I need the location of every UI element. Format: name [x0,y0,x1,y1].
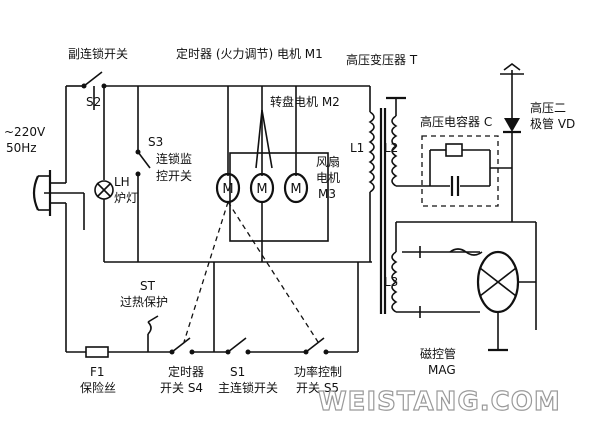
st-label: ST [140,279,156,293]
hv-transformer-t [368,86,398,314]
switch-s5 [303,337,329,355]
power-plug [32,170,66,216]
hv-capacitor-label: 高压电容器 C [420,114,492,129]
s5-desc-2: 开关 S5 [296,381,339,395]
lamp-label: LH [114,175,130,189]
hv-diode-label-1: 高压二 [530,100,566,115]
s5-desc-1: 功率控制 [294,364,342,379]
svg-text:M: M [290,182,301,197]
live-wire [65,85,370,183]
turntable-label: 转盘电机 M2 [270,94,340,109]
s1-desc: 主连锁开关 [218,380,278,395]
motor-m2: M [249,172,275,204]
switch-s3 [135,86,151,262]
l3-label: L3 [384,275,398,289]
l2-label: L2 [384,141,398,155]
timer-motor-label: 定时器 (火力调节) 电机 M1 [176,46,323,61]
switch-s4 [169,337,195,355]
switch-s2 [81,71,107,89]
timer-link-s5 [227,201,319,343]
hv-capacitor-c [421,135,512,207]
svg-text:M: M [256,182,267,197]
fuse-label: F1 [90,365,105,379]
fuse-desc: 保险丝 [80,380,116,395]
hv-diode-vd [500,63,524,222]
neutral-wire [65,203,148,353]
fan-label-1: 风扇 [316,154,340,169]
fuse-f1 [85,346,109,358]
timer-link-s4 [183,201,229,343]
hv-diode-label-2: 极管 VD [530,116,575,131]
s3-desc-2: 控开关 [156,169,192,183]
mains-voltage-label: ~220V [4,125,46,139]
s3-label: S3 [148,135,163,149]
s1-label: S1 [230,365,245,379]
svg-text:M: M [222,182,233,197]
magnetron-mag [476,222,537,352]
lamp-desc: 炉灯 [114,191,138,205]
motor-bank [227,86,329,242]
s4-desc-2: 开关 S4 [160,381,203,395]
s2-title-label: 副连锁开关 [68,46,128,61]
mains-frequency-label: 50Hz [6,141,37,155]
magnetron-label-1: 磁控管 [420,346,456,361]
fan-label-3: M3 [318,187,336,201]
s4-desc-1: 定时器 [168,364,204,379]
fan-label-2: 电机 [316,171,340,185]
motor-m3: M [283,172,309,204]
motor-m1: M [215,172,241,204]
s2-label: S2 [86,95,101,109]
hv-transformer-label: 高压变压器 T [346,52,418,67]
overheat-protector-st [147,315,159,352]
s3-desc-1: 连锁监 [156,151,192,166]
l1-label: L1 [350,141,364,155]
oven-lamp-lh [94,86,114,262]
turntable-pointer [255,109,263,169]
st-desc: 过热保护 [120,295,168,309]
filament-wiring [395,221,536,318]
turntable-pointer-2 [261,109,273,169]
magnetron-label-2: MAG [428,363,456,377]
switch-s1 [225,337,251,355]
watermark-text: WEISTANG.COM [318,387,561,417]
hv-earth-top [386,96,406,116]
